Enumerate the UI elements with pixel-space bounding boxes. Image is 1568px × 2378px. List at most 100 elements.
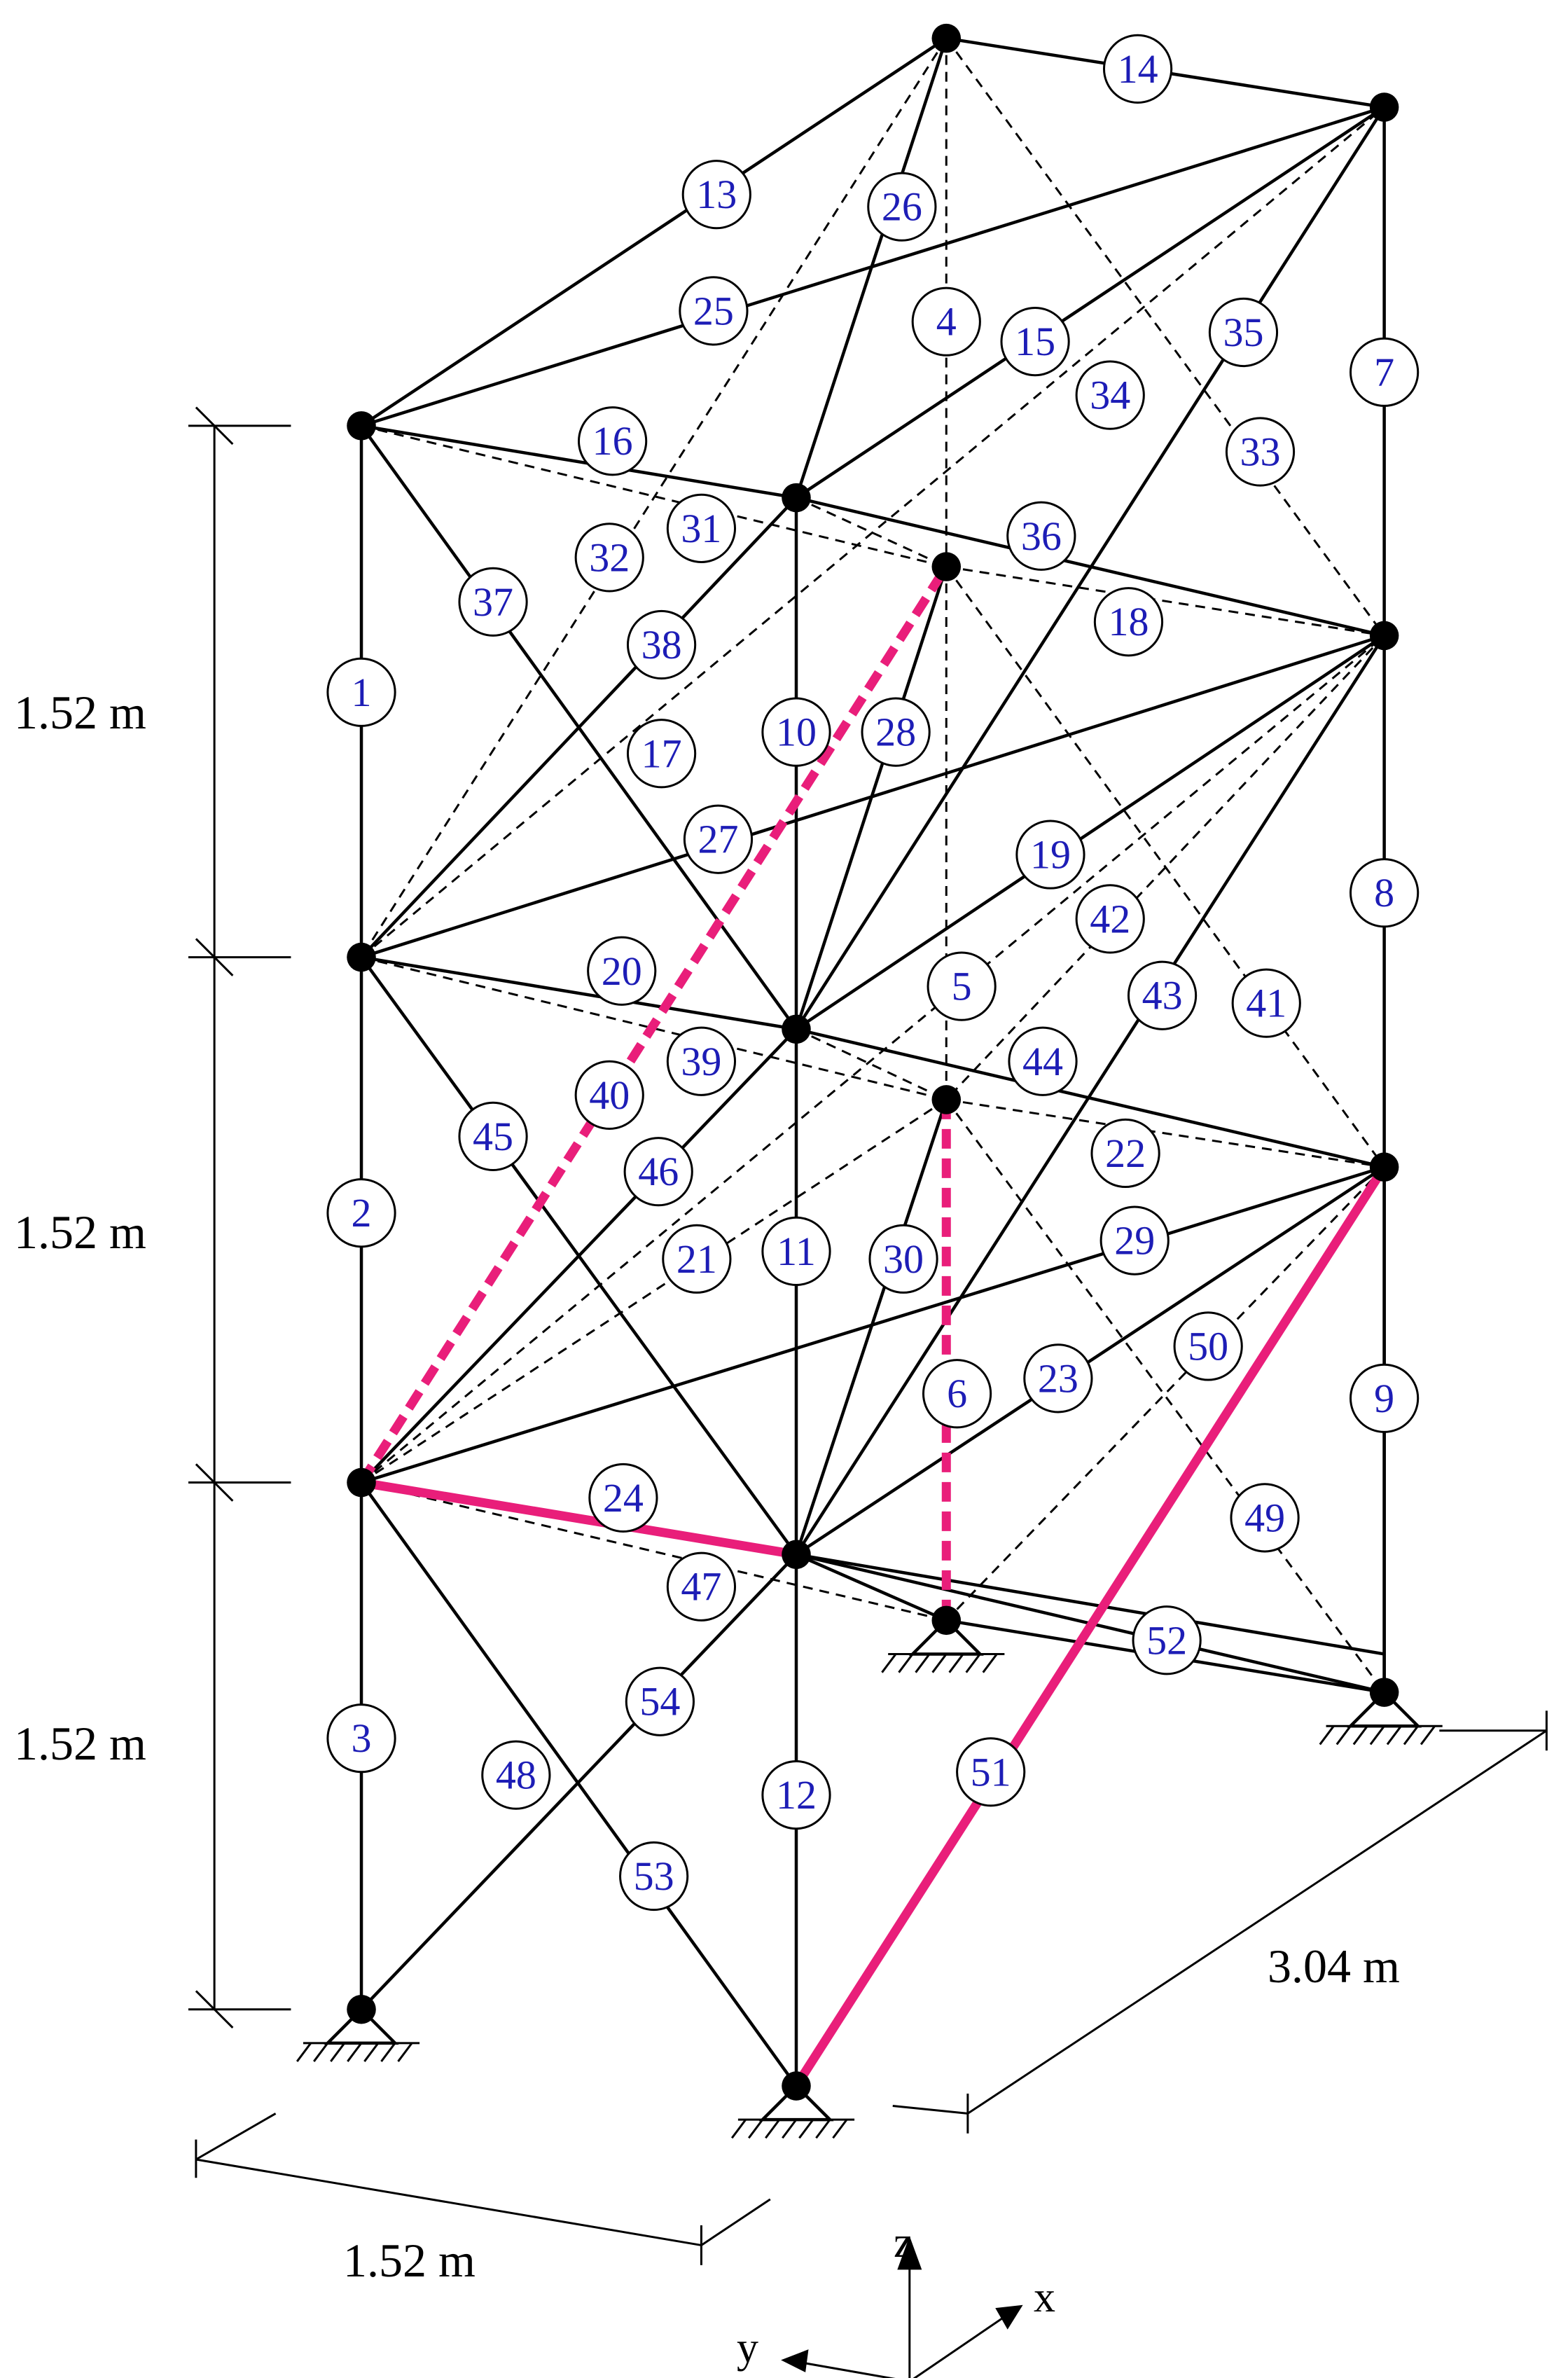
member-label-text: 8 — [1374, 870, 1394, 915]
node — [931, 552, 962, 581]
member-label-circle — [1102, 34, 1173, 104]
member-label-circle — [662, 1224, 732, 1294]
node — [1369, 1678, 1399, 1707]
solid-member — [360, 497, 798, 959]
member-labels: 1234567891011121314151617181920212223242… — [326, 34, 1420, 1912]
dim-story-height-1: 1.52 m — [14, 686, 146, 739]
member-label-circle — [1023, 1343, 1093, 1413]
nodes — [347, 23, 1399, 2101]
node — [782, 2071, 811, 2101]
member-label-text: 14 — [1118, 46, 1158, 92]
dim-width: 1.52 m — [343, 2234, 476, 2287]
member-label-circle — [574, 523, 644, 593]
member-label-text: 20 — [602, 948, 642, 994]
axis-z-arrow — [897, 2236, 922, 2270]
member-label-text: 21 — [677, 1236, 717, 1282]
member-label-4: 4 — [911, 286, 981, 357]
dim-tick — [195, 1463, 234, 1502]
axis-label-z: z — [894, 2219, 913, 2267]
member-label-18: 18 — [1093, 587, 1164, 657]
dashed-member — [945, 37, 1385, 637]
member-label-circle — [1099, 1205, 1170, 1276]
support-hatch — [1403, 1725, 1419, 1746]
member-label-text: 1 — [352, 670, 372, 715]
node — [1369, 92, 1399, 122]
member-label-text: 2 — [352, 1190, 372, 1236]
member-label-text: 13 — [696, 172, 737, 217]
member-label-text: 34 — [1090, 373, 1130, 418]
member-label-circle — [574, 1060, 644, 1130]
dashed-member — [361, 635, 1385, 1484]
member-label-circle — [911, 286, 981, 357]
axis-label-x: x — [1034, 2274, 1055, 2321]
member-label-14: 14 — [1102, 34, 1173, 104]
member-label-text: 42 — [1090, 896, 1130, 941]
member-label-text: 17 — [641, 731, 682, 776]
member-label-1: 1 — [326, 657, 396, 727]
member-label-circle — [666, 1551, 737, 1622]
support-hatch — [363, 2042, 380, 2062]
member-label-circle — [1008, 1026, 1078, 1096]
solid-member — [796, 1553, 1385, 1656]
member-label-circle — [626, 609, 697, 680]
member-label-text: 30 — [883, 1236, 924, 1282]
member-label-circle — [1173, 1311, 1243, 1381]
member-label-text: 52 — [1146, 1617, 1187, 1663]
support-hatch — [948, 1653, 964, 1673]
member-label-text: 26 — [882, 184, 922, 230]
member-label-circle — [861, 697, 931, 767]
solid-member — [796, 1028, 1385, 1169]
member-label-text: 7 — [1374, 350, 1394, 395]
node — [931, 1085, 962, 1114]
axis-label-y: y — [737, 2324, 758, 2372]
support-hatch — [898, 1653, 914, 1673]
member-label-3: 3 — [326, 1703, 396, 1774]
support-hatch — [881, 1653, 897, 1673]
member-label-22: 22 — [1090, 1118, 1160, 1189]
member-label-circle — [1093, 587, 1164, 657]
dashed-member — [360, 37, 948, 958]
node — [1369, 621, 1399, 651]
member-label-circle — [326, 657, 396, 727]
axis-x-line — [913, 2311, 1011, 2378]
solid-member — [360, 1553, 798, 2011]
dimension-lines — [188, 406, 1548, 2265]
member-label-text: 10 — [776, 710, 817, 755]
member-label-circle — [1127, 960, 1198, 1030]
member-label-circle — [761, 697, 831, 767]
member-label-text: 35 — [1223, 310, 1263, 355]
support-hatch — [1352, 1725, 1368, 1746]
member-label-text: 19 — [1030, 832, 1071, 878]
member-label-circle — [679, 276, 749, 346]
member-label-43: 43 — [1127, 960, 1198, 1030]
dashed-member — [945, 566, 1385, 1168]
member-label-circle — [1075, 884, 1145, 954]
member-label-circle — [458, 567, 528, 637]
dashed-member — [796, 1028, 947, 1101]
member-label-circle — [481, 1740, 551, 1810]
member-label-28: 28 — [861, 697, 931, 767]
member-label-circle — [666, 1026, 737, 1096]
member-label-text: 36 — [1021, 513, 1062, 559]
solid-member — [361, 424, 797, 499]
axis-x-arrow — [995, 2304, 1023, 2330]
dashed-member — [946, 1098, 1385, 1168]
member-label-text: 27 — [698, 817, 738, 862]
member-label-text: 47 — [681, 1564, 721, 1610]
member-label-text: 40 — [589, 1072, 630, 1118]
member-label-53: 53 — [619, 1841, 689, 1912]
member-label-37: 37 — [458, 567, 528, 637]
member-label-text: 46 — [638, 1149, 679, 1194]
member-label-circle — [1006, 501, 1076, 571]
member-label-circle — [1350, 1363, 1420, 1433]
support-hatch — [765, 2119, 781, 2139]
highlighted-member-40 — [357, 564, 950, 1486]
solid-member — [794, 566, 948, 1030]
member-label-23: 23 — [1023, 1343, 1093, 1413]
member-label-48: 48 — [481, 1740, 551, 1810]
member-label-text: 32 — [589, 534, 630, 580]
highlighted-member-51 — [792, 1164, 1389, 2089]
support-hatch — [965, 1653, 981, 1673]
solid-member — [794, 37, 948, 499]
